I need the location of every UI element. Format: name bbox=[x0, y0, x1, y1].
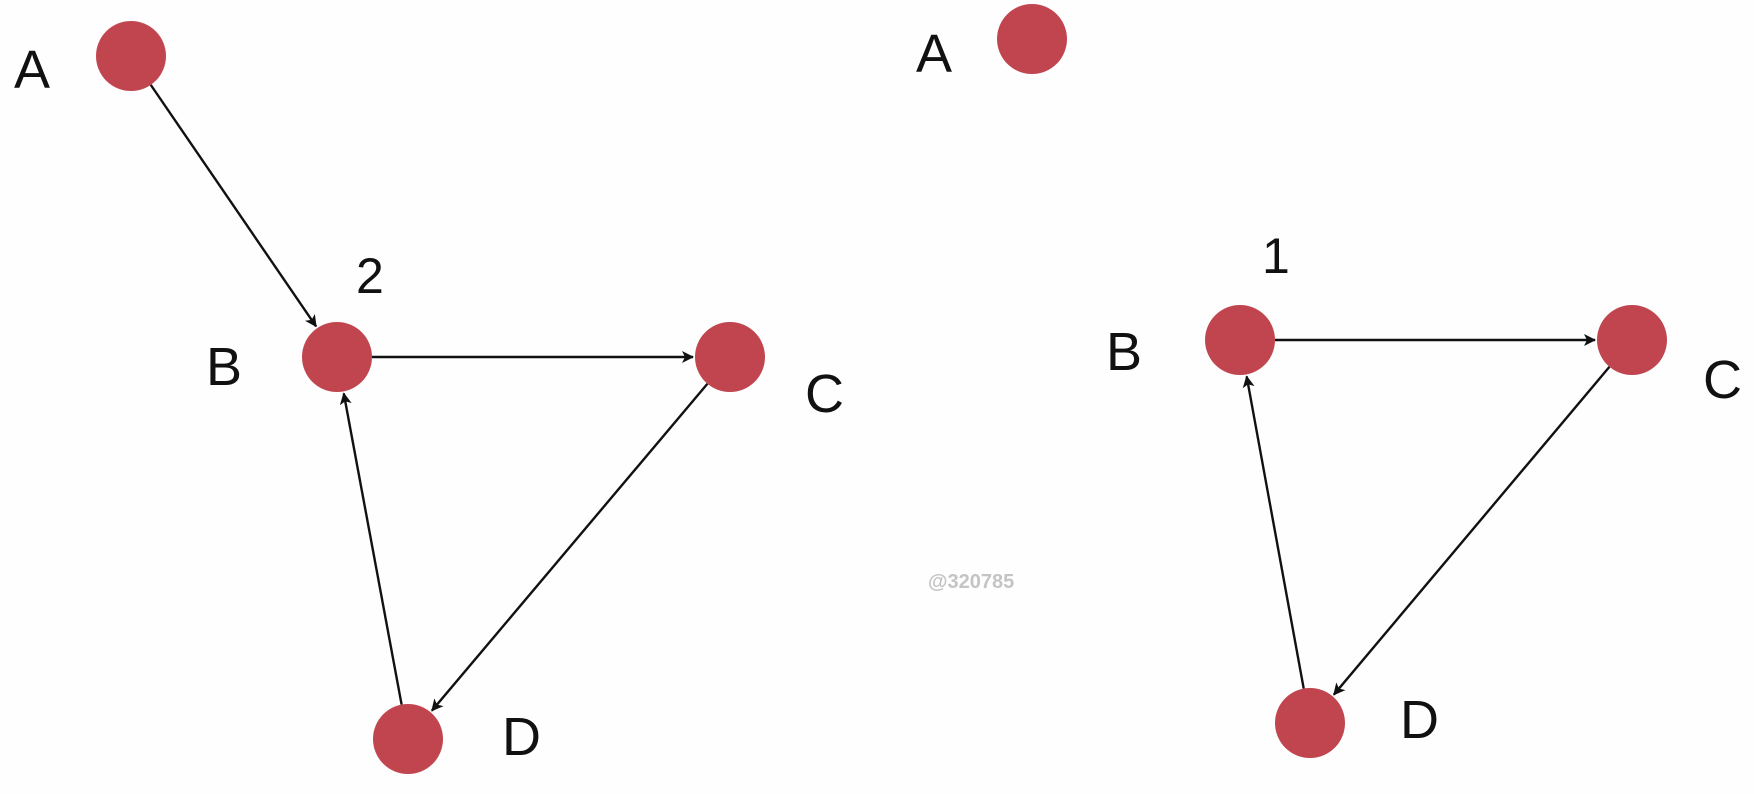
graph-left-node-b bbox=[302, 322, 372, 392]
graph-left-node-a bbox=[96, 21, 166, 91]
graph-left-node-d-label: D bbox=[502, 707, 541, 767]
graph-left-edge-c-to-d bbox=[430, 382, 709, 712]
graph-left-node-c bbox=[695, 322, 765, 392]
graph-left: A B C D 2 bbox=[14, 21, 844, 774]
graph-left-edge-d-to-b bbox=[339, 392, 403, 705]
graph-left-nodes bbox=[96, 21, 765, 774]
graph-right-edges bbox=[1242, 334, 1611, 696]
graph-right-edge-c-to-d bbox=[1332, 366, 1611, 696]
graph-right-edge-d-to-b bbox=[1242, 375, 1305, 689]
graph-left-node-c-label: C bbox=[805, 364, 844, 424]
graph-left-node-a-label: A bbox=[14, 40, 50, 100]
graph-right-node-c-label: C bbox=[1703, 350, 1742, 410]
graph-right: A B C D 1 bbox=[916, 4, 1742, 758]
graph-right-node-c bbox=[1597, 305, 1667, 375]
graph-left-edge-a-to-b bbox=[149, 84, 318, 328]
graph-left-node-b-label: B bbox=[206, 337, 242, 397]
graph-right-nodes bbox=[997, 4, 1667, 758]
graph-left-b-count: 2 bbox=[356, 248, 384, 304]
graph-left-edges bbox=[149, 84, 709, 712]
graph-right-node-b-label: B bbox=[1106, 322, 1142, 382]
graph-right-node-d-label: D bbox=[1400, 690, 1439, 750]
graph-left-node-d bbox=[373, 704, 443, 774]
graph-right-node-b bbox=[1205, 305, 1275, 375]
watermark-text: @320785 bbox=[928, 571, 1014, 593]
graph-right-node-d bbox=[1275, 688, 1345, 758]
graph-right-node-a bbox=[997, 4, 1067, 74]
graph-right-node-a-label: A bbox=[916, 24, 952, 84]
graph-right-b-count: 1 bbox=[1262, 228, 1290, 284]
